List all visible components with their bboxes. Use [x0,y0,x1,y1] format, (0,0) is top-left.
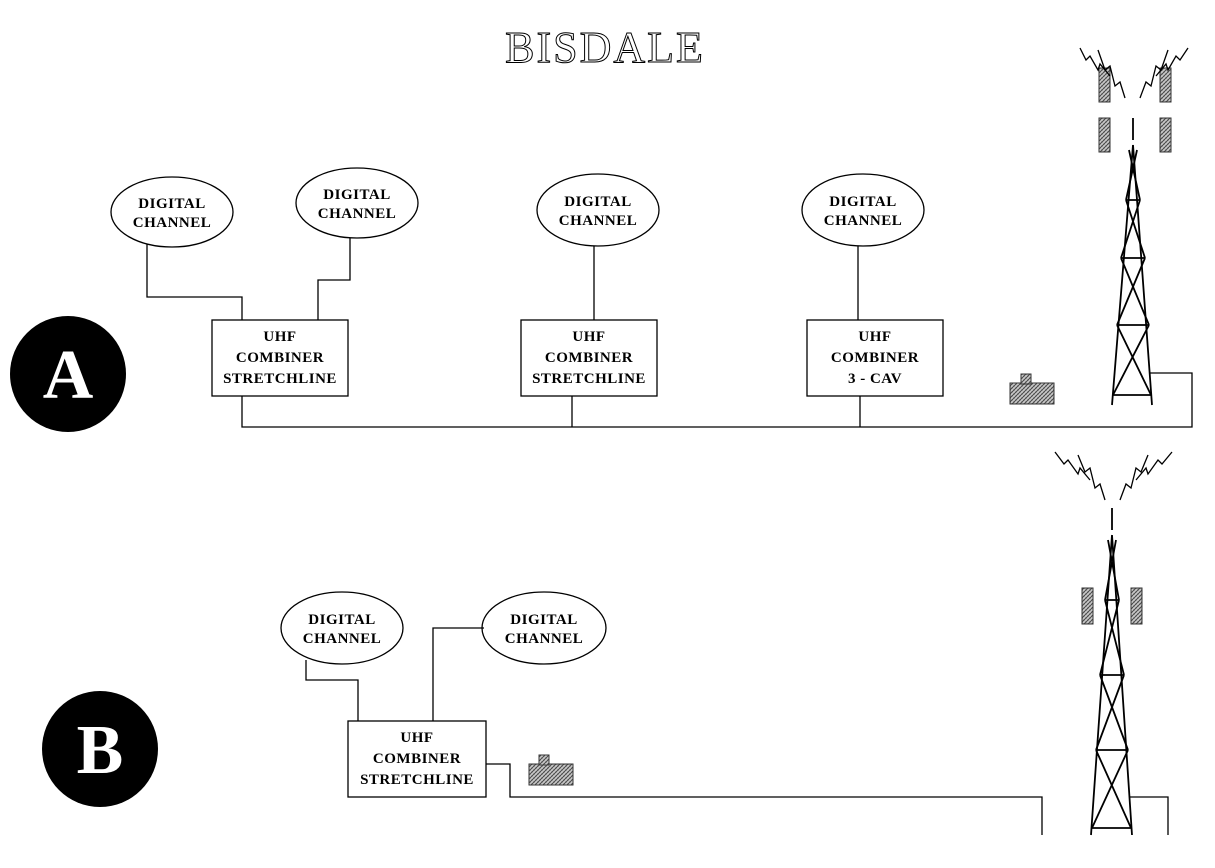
feed-b2 [432,627,484,721]
tower-a [1111,118,1153,406]
radiation-icon [1077,454,1106,501]
section-b: B DIGITAL CHANNEL DIGITAL CHANNEL UHF CO… [42,451,1173,836]
equipment-block-b [528,754,574,786]
combiner-a2: UHF COMBINER STRETCHLINE [520,319,658,397]
equipment-block-a [1009,373,1055,405]
badge-b-circle [42,691,158,807]
radiation-icon [1155,47,1189,77]
channel-b1-line1: DIGITAL [308,612,375,628]
channel-a2-line2: CHANNEL [318,206,397,222]
combiner-b1-line2: COMBINER [373,751,461,767]
channel-a3: DIGITAL CHANNEL [536,173,660,247]
tower-b [1090,508,1133,836]
channel-a4-line1: DIGITAL [829,194,896,210]
badge-a-circle [10,316,126,432]
radiation-icon [1054,451,1091,481]
combiner-a3-line1: UHF [858,329,891,345]
page-title: BISDALE [505,23,705,72]
channel-a1: DIGITAL CHANNEL [110,176,234,248]
antenna-a4 [1159,117,1172,153]
radiation-icon [1135,451,1173,481]
channel-a1-line2: CHANNEL [133,215,212,231]
radiation-icon [1139,49,1169,99]
channel-b2: DIGITAL CHANNEL [481,591,607,665]
combiner-b1: UHF COMBINER STRETCHLINE [347,720,487,798]
channel-b2-line2: CHANNEL [505,631,584,647]
combiner-a2-line3: STRETCHLINE [532,371,646,387]
radiation-icon [1079,47,1111,77]
antenna-b2 [1130,587,1143,625]
channel-b2-line1: DIGITAL [510,612,577,628]
badge-b: B [77,712,124,789]
channel-a3-line1: DIGITAL [564,194,631,210]
combiner-a3: UHF COMBINER 3 - CAV [806,319,944,397]
combiner-a1: UHF COMBINER STRETCHLINE [211,319,349,397]
radiation-icon [1119,454,1149,501]
channel-a4-line2: CHANNEL [824,213,903,229]
antenna-a3 [1159,67,1172,103]
bus-b [486,763,1043,835]
section-a: A DIGITAL CHANNEL DIGITAL CHANNEL DIGITA… [10,47,1193,432]
channel-b1: DIGITAL CHANNEL [280,591,404,665]
channel-a3-line2: CHANNEL [559,213,638,229]
channel-b1-line2: CHANNEL [303,631,382,647]
badge-a: A [43,337,94,414]
feed-a2 [317,238,351,320]
combiner-a1-line1: UHF [263,329,296,345]
combiner-a2-line1: UHF [572,329,605,345]
channel-a2: DIGITAL CHANNEL [295,167,419,239]
feed-b1 [305,660,359,721]
feed-a1 [146,244,243,320]
combiner-a2-line2: COMBINER [545,350,633,366]
bus-a [241,372,1193,428]
channel-a4: DIGITAL CHANNEL [801,173,925,247]
combiner-a3-line2: COMBINER [831,350,919,366]
antenna-b1 [1081,587,1094,625]
riser-b [1130,796,1169,835]
channel-a2-line1: DIGITAL [323,187,390,203]
combiner-a3-line3: 3 - CAV [848,371,902,387]
channel-a1-line1: DIGITAL [138,196,205,212]
combiner-a1-line3: STRETCHLINE [223,371,337,387]
combiner-b1-line1: UHF [400,730,433,746]
combiner-b1-line3: STRETCHLINE [360,772,474,788]
antenna-a2 [1098,117,1111,153]
radiation-icon [1097,49,1126,99]
combiner-a1-line2: COMBINER [236,350,324,366]
